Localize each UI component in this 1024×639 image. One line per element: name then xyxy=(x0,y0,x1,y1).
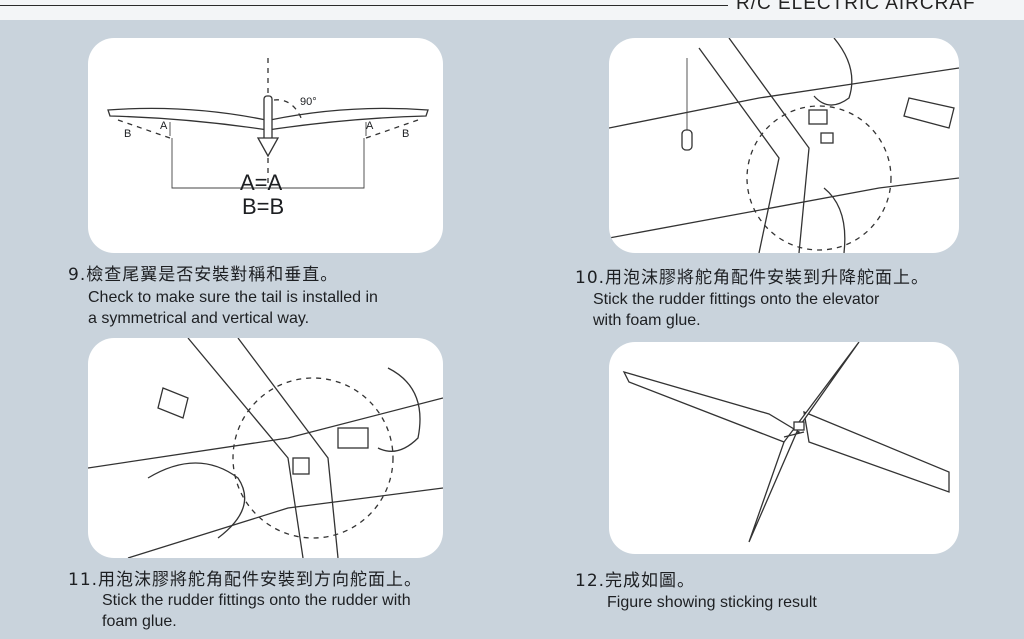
angle-arc xyxy=(273,99,303,121)
control-horn xyxy=(808,109,828,125)
fin-edge-back xyxy=(237,338,339,558)
right-hand xyxy=(377,367,421,452)
step-10-title-zh: 10.用泡沫膠將舵角配件安裝到升降舵面上。 xyxy=(575,268,930,288)
equality-bracket xyxy=(171,138,365,189)
finger-outline xyxy=(823,187,846,253)
hand-outline xyxy=(813,38,853,106)
control-horn xyxy=(337,427,369,449)
step-12-description: Figure showing sticking result xyxy=(607,592,987,613)
detail-circle xyxy=(232,377,394,539)
angle-label: 90° xyxy=(300,96,317,108)
right-stabilizer xyxy=(267,107,429,131)
step-10-description: Stick the rudder fittings onto the eleva… xyxy=(593,289,973,331)
completed-tail-diagram xyxy=(622,342,950,543)
right-stabilizer xyxy=(803,410,950,493)
label-b-left: B xyxy=(124,128,132,140)
control-horn xyxy=(793,421,805,431)
horn-slot xyxy=(292,457,310,475)
fin-edge xyxy=(187,338,304,558)
elevator-edge-top xyxy=(609,67,959,129)
dim-b-right xyxy=(365,119,419,139)
rudder-edge-bottom xyxy=(127,487,443,558)
manual-header-title: R/C ELECTRIC AIRCRAF xyxy=(736,0,976,14)
label-a-left: A xyxy=(160,120,168,132)
label-b-right: B xyxy=(402,128,410,140)
header-rule xyxy=(0,5,728,6)
step-9-line-2: a symmetrical and vertical way. xyxy=(88,310,310,327)
step-9-figure: 90° A A B B A=A B=B xyxy=(88,38,443,253)
tail-symmetry-diagram xyxy=(107,58,429,189)
clevis xyxy=(681,129,693,151)
hinge-line xyxy=(783,431,805,438)
step-12-title-zh: 12.完成如圖。 xyxy=(575,571,696,591)
left-hand xyxy=(147,462,246,539)
step-11-description: Stick the rudder fittings onto the rudde… xyxy=(102,590,482,632)
detail-circle xyxy=(746,105,892,251)
step-9-line-1: Check to make sure the tail is installed… xyxy=(88,289,378,306)
rudder-edge-top xyxy=(88,397,443,469)
step-9-description: Check to make sure the tail is installed… xyxy=(88,287,468,329)
elevator-fitting-diagram xyxy=(609,38,959,253)
equation-a: A=A xyxy=(240,170,283,195)
rudder-edge xyxy=(698,47,780,253)
step-10-line-1: Stick the rudder fittings onto the eleva… xyxy=(593,291,880,308)
left-stabilizer xyxy=(107,107,269,131)
elevator-edge-bottom xyxy=(609,177,959,239)
horn-slot xyxy=(820,132,834,144)
step-11-line-2: foam glue. xyxy=(102,613,177,630)
label-a-right: A xyxy=(366,120,374,132)
left-stabilizer xyxy=(622,370,801,443)
glue-tube xyxy=(903,97,955,129)
step-10-line-2: with foam glue. xyxy=(593,312,701,329)
step-11-figure xyxy=(88,338,443,558)
fuselage-tail xyxy=(256,137,280,158)
equation-b: B=B xyxy=(242,194,285,219)
step-9-title-zh: 9.檢查尾翼是否安裝對稱和垂直。 xyxy=(68,265,339,285)
step-11-line-1: Stick the rudder fittings onto the rudde… xyxy=(102,592,411,609)
glue-tube xyxy=(157,387,189,419)
step-10-figure xyxy=(609,38,959,253)
step-11-title-zh: 11.用泡沫膠將舵角配件安裝到方向舵面上。 xyxy=(68,570,423,590)
rudder-edge-back xyxy=(728,38,810,253)
vertical-fin xyxy=(748,342,860,543)
step-12-figure xyxy=(609,342,959,554)
step-12-line-1: Figure showing sticking result xyxy=(607,594,817,611)
rudder-fitting-diagram xyxy=(88,338,443,558)
